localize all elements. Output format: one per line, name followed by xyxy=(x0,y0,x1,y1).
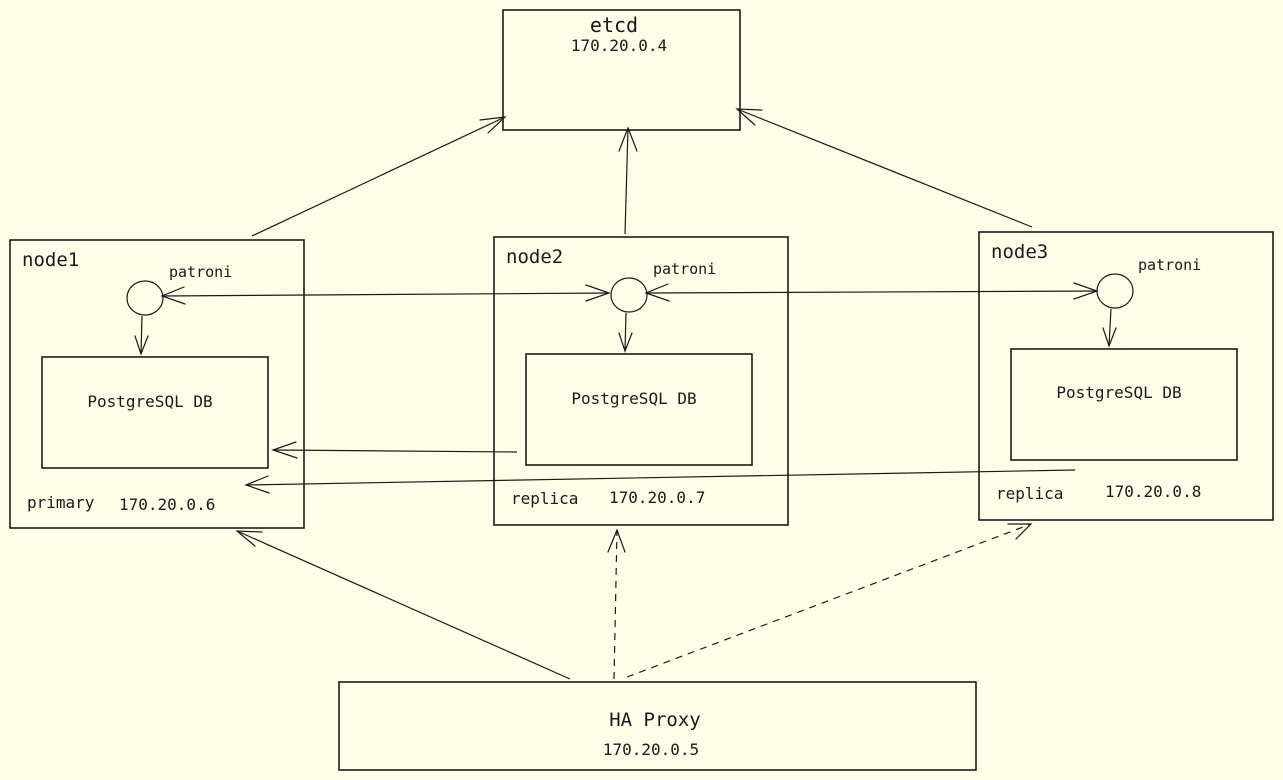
arrow-replica3-to-primary xyxy=(245,469,1076,486)
arrow-patroni1-patroni2 xyxy=(161,292,610,297)
arrow-replica2-to-primary xyxy=(272,449,518,453)
arrowhead-etcd-center xyxy=(618,126,638,152)
node1-db-label: PostgreSQL DB xyxy=(87,392,212,411)
node2-box: node2 patroni PostgreSQL DB replica 170.… xyxy=(493,236,789,526)
arrowhead-etcd-right xyxy=(735,108,763,126)
node2-db-box xyxy=(525,353,753,466)
arrowhead-haproxy-node2 xyxy=(607,528,626,553)
arrowhead-db3 xyxy=(1102,327,1117,348)
node2-db-label: PostgreSQL DB xyxy=(571,389,696,408)
node1-title: node1 xyxy=(22,249,79,271)
node3-ip: 170.20.0.8 xyxy=(1105,482,1201,501)
arrowhead-patroni2-right xyxy=(644,283,670,302)
arrow-node3-to-etcd xyxy=(736,108,1033,228)
node3-db-box xyxy=(1010,348,1238,461)
arrowhead-replication-1 xyxy=(271,441,298,459)
arrow-haproxy-to-node1 xyxy=(236,530,571,680)
arrow-haproxy-to-node3 xyxy=(626,523,1032,678)
arrowhead-haproxy-node1 xyxy=(235,530,263,547)
etcd-title: etcd xyxy=(590,13,638,37)
arrow-patroni3-db xyxy=(1108,308,1112,347)
arrowhead-etcd-left xyxy=(479,116,507,134)
arrow-patroni2-db xyxy=(624,312,627,352)
arrow-node2-to-etcd xyxy=(624,127,629,235)
node2-title: node2 xyxy=(506,246,563,268)
node1-patroni-label: patroni xyxy=(169,263,232,281)
node3-patroni-label: patroni xyxy=(1138,256,1201,274)
node2-role: replica xyxy=(511,489,578,508)
arrow-patroni1-db xyxy=(140,315,143,355)
node1-role: primary xyxy=(27,493,95,512)
node3-db-label: PostgreSQL DB xyxy=(1056,383,1181,402)
arrowhead-db1 xyxy=(134,335,149,356)
arrow-node1-to-etcd xyxy=(251,116,506,237)
node1-box: node1 patroni PostgreSQL DB primary 170.… xyxy=(9,239,305,529)
arrow-haproxy-to-node2 xyxy=(613,529,618,680)
arrowhead-haproxy-node3 xyxy=(1007,523,1033,540)
node2-ip: 170.20.0.7 xyxy=(609,488,705,507)
etcd-box: etcd 170.20.0.4 xyxy=(502,9,741,131)
node3-box: node3 patroni PostgreSQL DB replica 170.… xyxy=(978,231,1274,521)
node2-patroni-circle xyxy=(610,277,648,313)
node1-db-box xyxy=(41,356,269,469)
arrow-patroni2-patroni3 xyxy=(645,290,1098,294)
arrowhead-patroni2-left xyxy=(585,284,611,302)
arrowhead-patroni3 xyxy=(1073,282,1099,300)
arrowhead-patroni1 xyxy=(160,286,186,305)
haproxy-ip: 170.20.0.5 xyxy=(603,740,699,759)
node3-role: replica xyxy=(996,484,1063,503)
haproxy-title: HA Proxy xyxy=(609,709,701,731)
arrowhead-db2 xyxy=(618,332,633,353)
node1-ip: 170.20.0.6 xyxy=(119,495,215,514)
node3-patroni-circle xyxy=(1096,273,1134,309)
node2-patroni-label: patroni xyxy=(653,260,716,278)
arrowhead-replication-2 xyxy=(244,475,270,494)
haproxy-box: HA Proxy 170.20.0.5 xyxy=(338,681,977,771)
node1-patroni-circle xyxy=(126,280,164,316)
node3-title: node3 xyxy=(991,241,1048,263)
connectors xyxy=(134,108,1117,680)
etcd-ip: 170.20.0.4 xyxy=(571,36,667,55)
